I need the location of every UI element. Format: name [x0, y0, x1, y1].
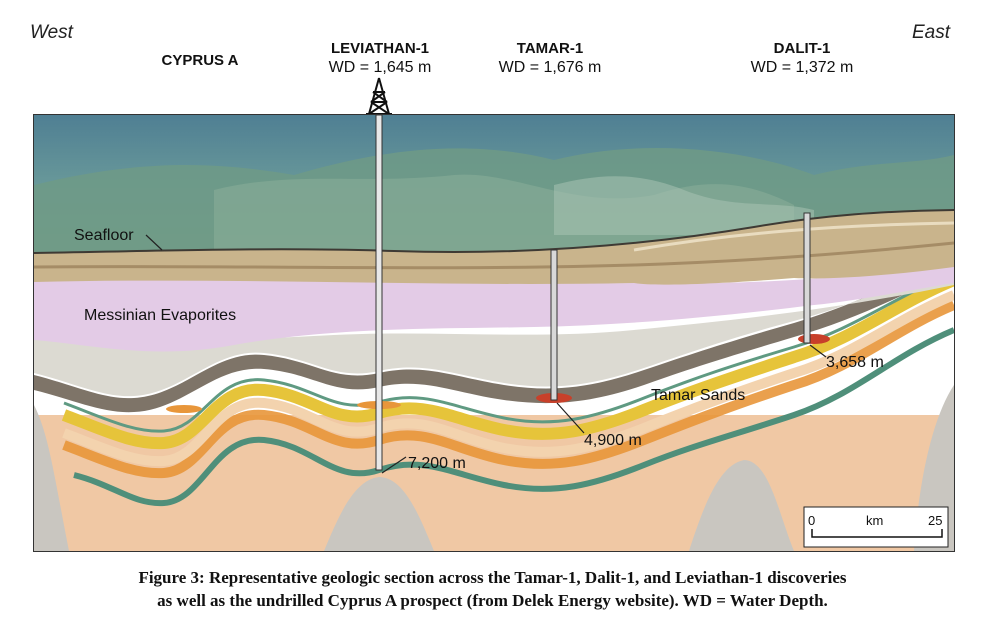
- well-name-leviathan-1: LEVIATHAN-1: [330, 40, 430, 57]
- seafloor-leader: [145, 234, 163, 251]
- layer-yellow-sand: [61, 274, 954, 450]
- geologic-cross-section: Seafloor Messinian Evaporites Tamar Sand…: [33, 114, 955, 552]
- label-depth-tamar: 4,900 m: [584, 432, 642, 449]
- layer-green-deep: [73, 327, 954, 507]
- tamar-depth-leader: [556, 402, 585, 434]
- layer-messinian-evaporites: [34, 265, 954, 352]
- well-leviathan-1: [375, 115, 383, 471]
- east-label: East: [912, 22, 951, 43]
- west-label: West: [30, 22, 73, 43]
- well-wd-leviathan-1: WD = 1,645 m: [328, 59, 432, 76]
- layer-orange: [62, 300, 954, 479]
- well-name-cyprus-a: CYPRUS A: [161, 52, 239, 69]
- well-wd-dalit-1: WD = 1,372 m: [750, 59, 854, 76]
- label-depth-dalit: 3,658 m: [826, 354, 884, 371]
- well-tamar-1: [550, 249, 558, 401]
- layer-pale-gray: [34, 260, 954, 397]
- scale-min: 0: [808, 513, 815, 528]
- label-seafloor: Seafloor: [74, 227, 134, 244]
- scale-max: 25: [928, 513, 942, 528]
- label-messinian-evaporites: Messinian Evaporites: [84, 307, 236, 324]
- basement-tamar: [689, 460, 794, 551]
- gas-pocket-dalit: [798, 334, 830, 344]
- seabed-escarpment: [554, 176, 814, 235]
- figure-caption: Figure 3: Representative geologic sectio…: [20, 566, 965, 612]
- leviathan-depth-leader: [381, 456, 407, 474]
- basement-leviathan: [324, 477, 434, 551]
- well-wd-tamar-1: WD = 1,676 m: [498, 59, 602, 76]
- label-depth-leviathan: 7,200 m: [408, 455, 466, 472]
- well-name-dalit-1: DALIT-1: [773, 40, 831, 57]
- basement-left: [34, 405, 69, 551]
- seafloor-line: [34, 209, 954, 254]
- upper-sediment-streak: [34, 241, 954, 270]
- dalit-depth-leader: [809, 344, 827, 358]
- layer-green-upper: [63, 271, 954, 433]
- well-name-tamar-1: TAMAR-1: [516, 40, 584, 57]
- well-dalit-1: [803, 212, 811, 344]
- scale-unit: km: [866, 513, 883, 528]
- label-tamar-sands: Tamar Sands: [651, 387, 745, 404]
- upper-sediment-streak-2: [633, 221, 954, 252]
- caption-line-1: Figure 3: Representative geologic sectio…: [138, 568, 847, 587]
- layer-dark-shale: [34, 255, 954, 413]
- drilling-rig-icon: [366, 77, 392, 115]
- scale-bar: 0 km 25: [803, 506, 949, 548]
- gas-pocket-cyprus-a: [166, 405, 202, 413]
- caption-line-2: as well as the undrilled Cyprus A prospe…: [157, 591, 828, 610]
- layer-peach-mid: [62, 290, 954, 467]
